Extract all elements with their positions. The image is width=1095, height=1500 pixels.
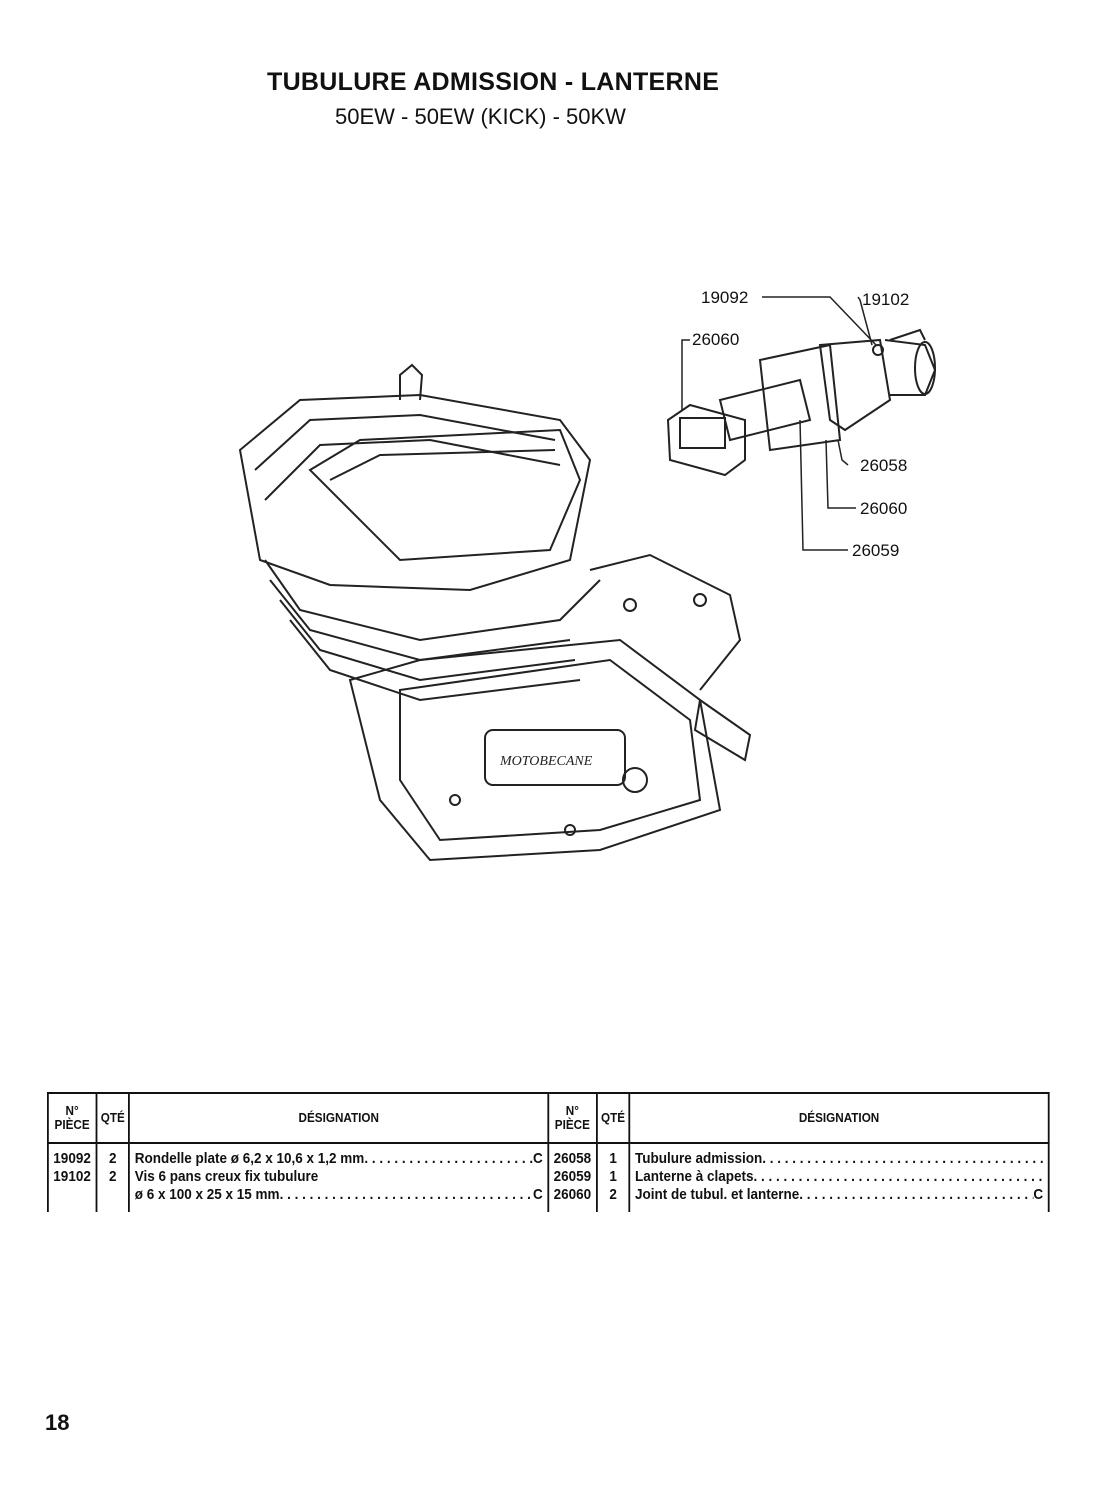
designation: Tubulure admission [635, 1150, 763, 1167]
callout-26059: 26059 [852, 541, 900, 560]
qte-cells-2: 1 1 2 [595, 1143, 631, 1212]
designation-cells: Rondelle plate ø 6,2 x 10,6 x 1,2 mm C Vi… [128, 1143, 550, 1212]
qte-cells: 2 2 [95, 1143, 131, 1212]
page-subtitle: 50EW - 50EW (KICK) - 50KW [335, 104, 626, 129]
piece-cells: 19092 19102 [47, 1143, 98, 1212]
callout-19092: 19092 [701, 288, 749, 307]
code: C [533, 1150, 543, 1167]
engine-illustration: MOTOBECANE [238, 363, 752, 862]
piece-number: 26060 [553, 1186, 592, 1203]
quantity: 2 [609, 1186, 617, 1203]
quantity: 2 [109, 1150, 117, 1167]
code: C [533, 1186, 543, 1203]
designation: Joint de tubul. et lanterne [635, 1186, 800, 1203]
designation-continued: ø 6 x 100 x 25 x 15 mm [134, 1186, 280, 1203]
piece-number: 19092 [53, 1150, 91, 1167]
piece-number: 26058 [553, 1150, 592, 1167]
designation: Lanterne à clapets [635, 1168, 754, 1185]
designation: Vis 6 pans creux fix tubulure [134, 1168, 319, 1185]
col-header-qte: QTÉ [95, 1092, 131, 1144]
piece-number: 19102 [53, 1168, 91, 1185]
quantity: 2 [109, 1168, 117, 1185]
engine-exploded-diagram: MOTOBECANE [238, 296, 937, 862]
parts-table: N° PIÈCE QTÉ DÉSIGNATION N° PIÈCE QTÉ DÉ… [47, 1092, 1050, 1212]
col-header-designation-2: DÉSIGNATION [628, 1092, 1050, 1144]
quantity: 1 [609, 1168, 617, 1185]
callout-26060: 26060 [692, 330, 740, 349]
intake-manifold-illustration [666, 328, 937, 477]
callout-19102: 19102 [862, 290, 910, 309]
code: C [1033, 1186, 1044, 1203]
piece-cells-2: 26058 26059 26060 [547, 1143, 598, 1212]
callout-26060-b: 26060 [860, 499, 908, 518]
page-number: 18 [45, 1410, 70, 1435]
callout-leader-lines [681, 296, 877, 551]
callout-26058: 26058 [860, 456, 908, 475]
designation-cells-2: Tubulure admission Lanterne à clapets Jo… [628, 1143, 1050, 1212]
col-header-qte-2: QTÉ [595, 1092, 631, 1144]
col-header-piece-2: N° PIÈCE [547, 1092, 598, 1144]
col-header-piece: N° PIÈCE [47, 1092, 98, 1144]
table-header-row: N° PIÈCE QTÉ DÉSIGNATION N° PIÈCE QTÉ DÉ… [47, 1092, 1050, 1144]
col-header-designation: DÉSIGNATION [128, 1092, 550, 1144]
table-row: 19092 19102 2 2 Rondelle plate ø 6,2 x 1… [47, 1143, 1050, 1212]
quantity: 1 [609, 1150, 617, 1167]
piece-number: 26059 [553, 1168, 592, 1185]
brand-plate-text: MOTOBECANE [499, 754, 593, 769]
designation: Rondelle plate ø 6,2 x 10,6 x 1,2 mm [134, 1150, 365, 1167]
page-title: TUBULURE ADMISSION - LANTERNE [267, 68, 720, 96]
